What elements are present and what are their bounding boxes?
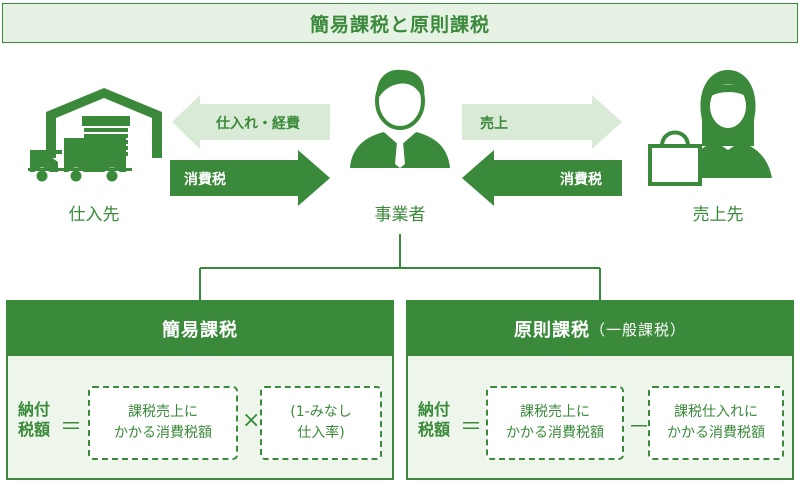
purchases-arrow — [172, 95, 330, 149]
simple-tax-header: 簡易課税 — [8, 302, 392, 356]
simple-payment-label-line2: 税額 — [18, 420, 51, 439]
tax-arrow-from-customer — [462, 150, 622, 206]
simple-box1-line2: かかる消費税額 — [114, 425, 212, 441]
general-payment-label-line2: 税額 — [418, 420, 451, 439]
sales-label: 売上 — [480, 116, 508, 132]
customer-label: 売上先 — [692, 205, 744, 225]
simple-payment-label: 納付 税額 — [18, 400, 50, 440]
title-bar: 簡易課税と原則課税 — [2, 3, 798, 43]
general-payment-label: 納付 税額 — [418, 400, 450, 440]
general-tax-panel: 原則課税 （一般課税） 納付 税額 ＝ 課税売上に かかる消費税額 － 課税仕入… — [406, 300, 794, 480]
general-tax-title: 原則課税 — [513, 320, 590, 341]
general-tax-header: 原則課税 （一般課税） — [408, 302, 792, 356]
businessperson-icon — [350, 69, 450, 168]
simple-payment-label-line1: 納付 — [18, 400, 51, 419]
general-sales-tax-box: 課税売上に かかる消費税額 — [486, 386, 624, 460]
general-payment-label-line1: 納付 — [418, 400, 451, 419]
tax-arrow-to-business — [170, 150, 330, 206]
customer-icon — [648, 70, 772, 186]
simple-tax-panel: 簡易課税 納付 税額 ＝ 課税売上に かかる消費税額 × (1-みなし 仕入率) — [6, 300, 394, 480]
simple-deemed-rate-box: (1-みなし 仕入率) — [260, 386, 382, 460]
general-box1-line1: 課税売上に — [520, 404, 590, 420]
general-tax-title-suffix: （一般課税） — [589, 320, 686, 339]
diagram-title: 簡易課税と原則課税 — [309, 13, 490, 36]
simple-box1-line1: 課税売上に — [128, 404, 198, 420]
simple-equals: ＝ — [60, 415, 83, 440]
general-tax-body: 納付 税額 ＝ 課税売上に かかる消費税額 － 課税仕入れに かかる消費税額 — [408, 356, 792, 478]
general-equals: ＝ — [460, 415, 483, 440]
flow-illustration — [28, 69, 772, 300]
simple-box2-line1: (1-みなし — [290, 404, 352, 420]
general-minus: － — [628, 415, 651, 440]
connector-lines — [199, 234, 601, 300]
simple-tax-title: 簡易課税 — [162, 320, 238, 341]
simple-tax-body: 納付 税額 ＝ 課税売上に かかる消費税額 × (1-みなし 仕入率) — [8, 356, 392, 478]
tax-label-right: 消費税 — [560, 172, 602, 188]
simple-box2-line2: 仕入率) — [297, 425, 345, 441]
general-box2-line2: かかる消費税額 — [667, 425, 765, 441]
tax-label-left: 消費税 — [184, 172, 226, 188]
simple-multiply: × — [242, 408, 261, 433]
business-label: 事業者 — [374, 205, 426, 225]
purchases-label: 仕入れ・経費 — [216, 116, 300, 132]
general-box2-line1: 課税仕入れに — [674, 404, 758, 420]
truck-icon — [28, 138, 132, 185]
general-box1-line2: かかる消費税額 — [506, 425, 604, 441]
sales-arrow — [462, 95, 622, 149]
simple-sales-tax-box: 課税売上に かかる消費税額 — [88, 386, 238, 460]
general-purchase-tax-box: 課税仕入れに かかる消費税額 — [648, 386, 784, 460]
supplier-label: 仕入先 — [68, 205, 120, 225]
